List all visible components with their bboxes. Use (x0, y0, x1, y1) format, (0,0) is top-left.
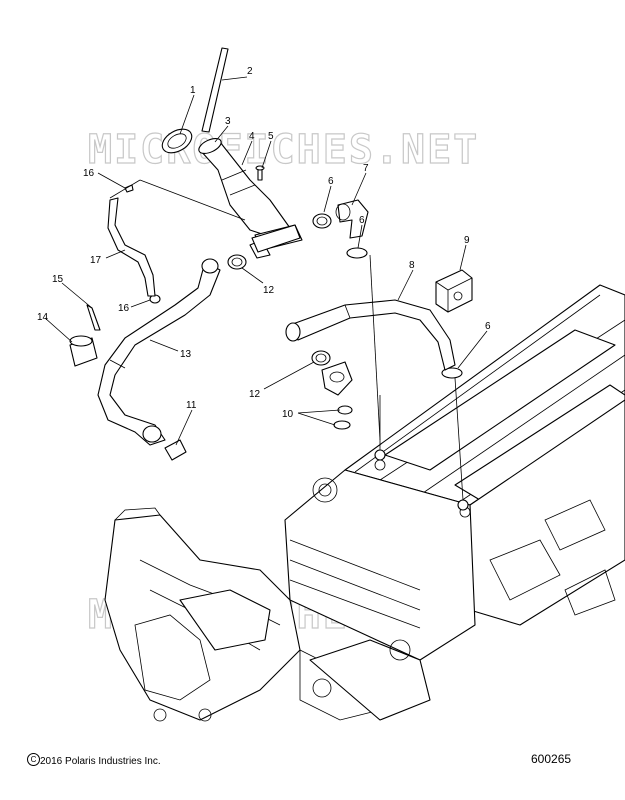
callout-5: 5 (268, 131, 274, 142)
cap-tether[interactable] (86, 304, 101, 331)
coolant-hose-upper[interactable] (285, 299, 456, 371)
callout-17: 17 (90, 255, 102, 266)
leader-lines (44, 76, 488, 446)
hose-clamp-3[interactable] (441, 367, 463, 379)
callout-6-middle: 6 (359, 215, 365, 226)
callout-12-lower: 12 (249, 389, 261, 400)
callout-8: 8 (409, 260, 415, 271)
elbow-fitting[interactable] (335, 199, 369, 239)
callout-2: 2 (247, 66, 253, 77)
callout-16-upper: 16 (83, 168, 95, 179)
callout-7: 7 (363, 163, 369, 174)
copyright-text: 2016 Polaris Industries Inc. (40, 756, 161, 767)
callout-11: 11 (186, 400, 197, 411)
callout-3: 3 (225, 116, 231, 127)
chassis-tunnel (104, 284, 625, 722)
reservoir-cap[interactable] (69, 335, 98, 367)
thermostat-housing[interactable] (321, 361, 353, 396)
hose-clamp-1[interactable] (312, 213, 332, 229)
callout-6-upper: 6 (328, 176, 334, 187)
o-ring[interactable] (333, 420, 351, 430)
callout-14: 14 (37, 312, 49, 323)
hose-clamp-2[interactable] (346, 247, 368, 259)
callout-1: 1 (190, 85, 196, 96)
coolant-hose-lower[interactable] (97, 258, 221, 446)
callout-13: 13 (180, 349, 192, 360)
thermostat[interactable] (337, 405, 353, 415)
vent-hose[interactable] (201, 47, 229, 133)
callout-6-lower: 6 (485, 321, 491, 332)
small-hose[interactable] (107, 197, 156, 297)
hose-coupler-2[interactable] (311, 350, 331, 366)
callout-10: 10 (282, 409, 294, 420)
bottle-outlet-tube[interactable] (251, 224, 301, 253)
watermark-top: MICROFICHES.NET (88, 127, 479, 173)
callout-16-lower: 16 (118, 303, 130, 314)
fill-cap[interactable] (158, 124, 196, 157)
callout-4: 4 (249, 131, 255, 142)
copyright-symbol: C (27, 753, 40, 766)
foam-block[interactable] (435, 269, 473, 313)
hose-clamp-lower[interactable] (164, 439, 187, 461)
callout-9: 9 (464, 235, 470, 246)
callout-15: 15 (52, 274, 64, 285)
drawing-number: 600265 (531, 752, 572, 766)
callout-12-upper: 12 (263, 285, 275, 296)
screw[interactable] (255, 165, 265, 181)
hose-coupler-1[interactable] (227, 254, 247, 270)
